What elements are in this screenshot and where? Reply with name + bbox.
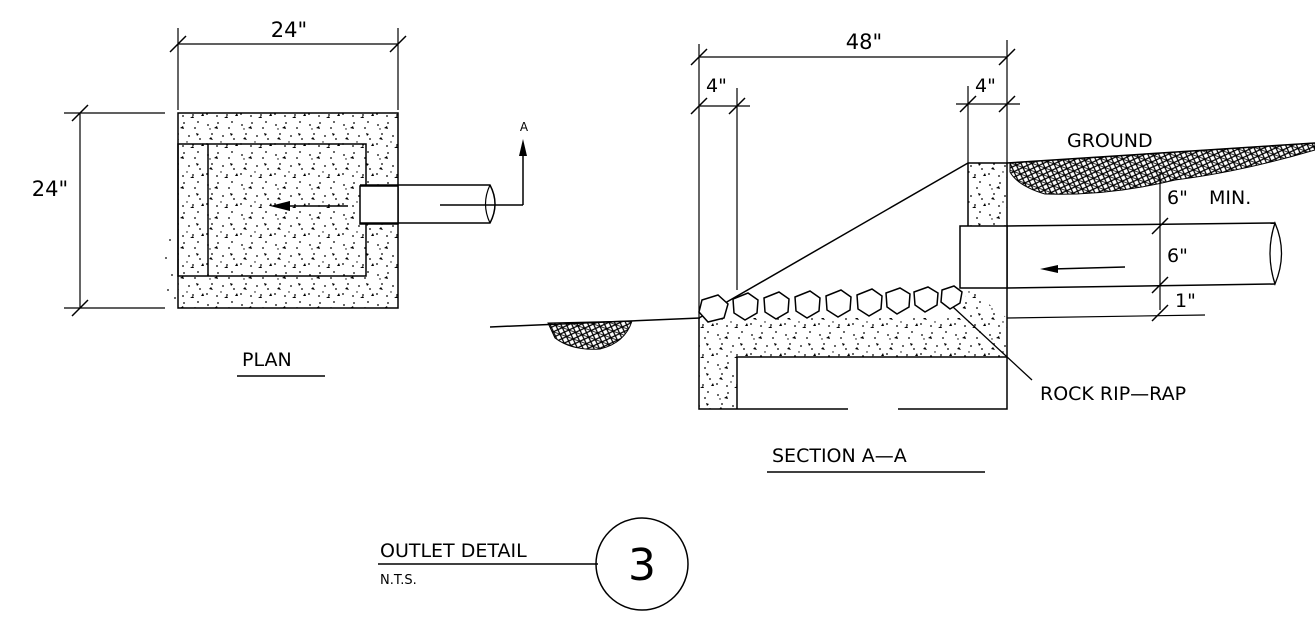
riprap-leader xyxy=(952,306,1033,381)
detail-tag: OUTLET DETAIL N.T.S. 3 xyxy=(378,517,689,611)
overall-width-label: 48" xyxy=(846,30,882,54)
pipe-dimension-label: 6" xyxy=(1167,245,1188,267)
detail-number-circle xyxy=(595,517,689,611)
riprap-label: ROCK RIP—RAP xyxy=(1040,383,1186,405)
plan-title: PLAN xyxy=(242,349,292,371)
plan-pipe xyxy=(359,139,527,225)
left-wall-label: 4" xyxy=(706,75,727,97)
detail-title: OUTLET DETAIL xyxy=(380,540,527,562)
plan-flow-arrow xyxy=(270,201,348,211)
section-flow-arrow xyxy=(1040,265,1126,273)
detail-number: 3 xyxy=(628,540,656,591)
plan-height-label: 24" xyxy=(32,177,68,201)
drop-dimension-label: 1" xyxy=(1175,290,1196,312)
rock-rip-rap xyxy=(698,285,963,323)
left-wall-dimension xyxy=(690,97,750,115)
detail-scale: N.T.S. xyxy=(380,573,417,588)
section-title: SECTION A—A xyxy=(772,445,907,467)
right-ground-hatch xyxy=(1009,142,1315,195)
section-pipe xyxy=(959,221,1283,289)
plan-height-dimension xyxy=(64,104,165,317)
cover-dimension-label: 6" xyxy=(1167,187,1188,209)
min-label: MIN. xyxy=(1209,187,1251,209)
plan-width-dimension xyxy=(169,28,407,110)
plan-view: A 24" 24" PLAN xyxy=(32,18,529,377)
section-view: 48" 4" 4" GROUND 6" MIN. 6" 1" ROCK RIP—… xyxy=(489,30,1315,473)
overall-width-dimension xyxy=(690,48,1016,66)
ground-label: GROUND xyxy=(1067,130,1153,152)
plan-width-label: 24" xyxy=(271,18,307,42)
left-ground-hatch xyxy=(547,320,633,350)
vertical-dimensions xyxy=(1006,172,1206,322)
section-marker-label: A xyxy=(520,120,529,134)
right-wall-label: 4" xyxy=(975,75,996,97)
right-wall-dimension xyxy=(956,95,1020,113)
